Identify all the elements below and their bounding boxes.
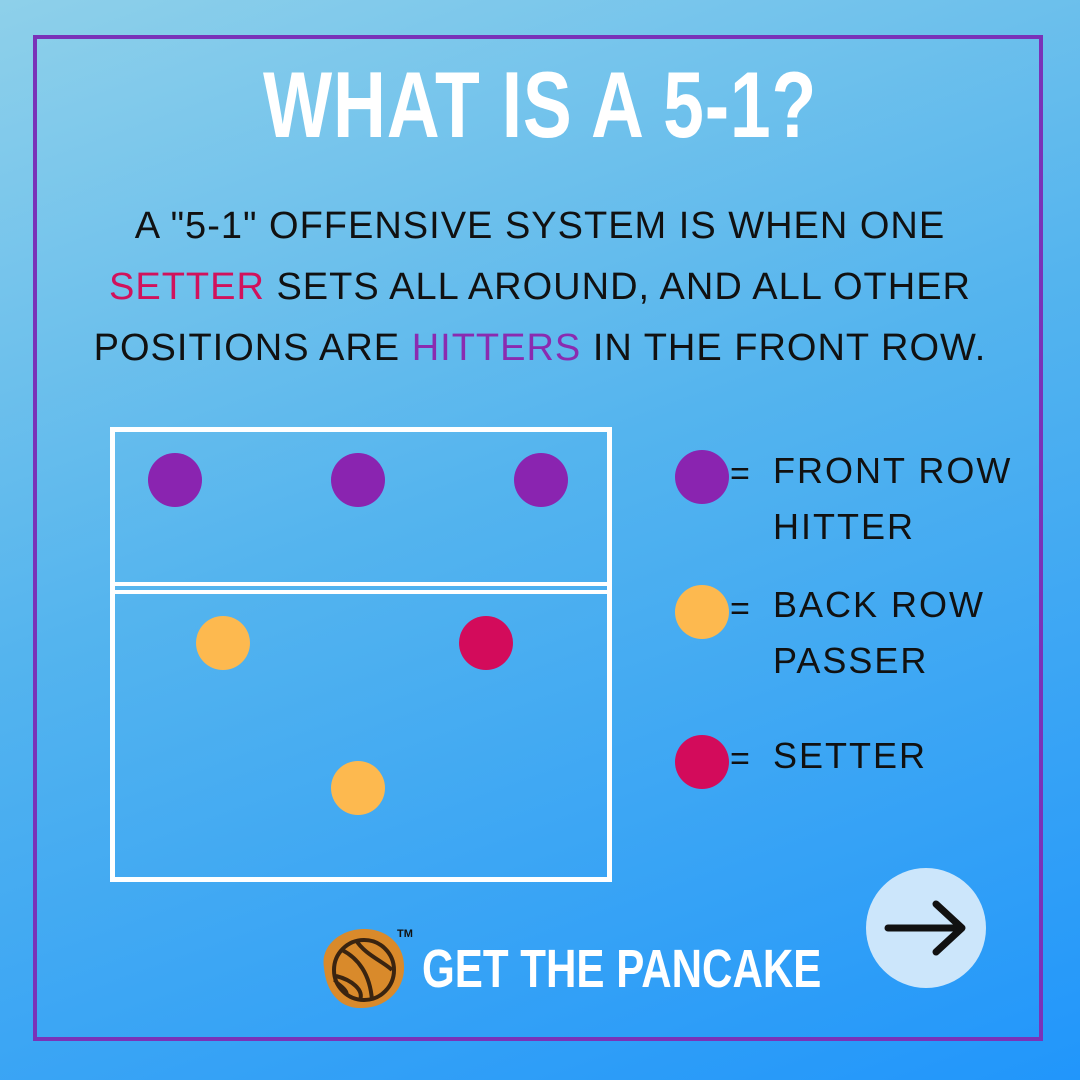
back-row-passer-left [196, 616, 250, 670]
setter-position [459, 616, 513, 670]
legend-equals: = [730, 455, 750, 493]
legend-front-row-line1: FRONT ROW [773, 450, 1013, 491]
brand-name: GET THE PANCAKE [422, 939, 822, 999]
legend-back-row-label: BACK ROW PASSER [773, 577, 985, 689]
legend-front-row-dot [675, 450, 729, 504]
volleyball-court [110, 427, 612, 882]
description-line-3-end: IN THE FRONT ROW. [581, 327, 987, 369]
border-frame [33, 35, 1043, 1041]
front-row-hitter-right [514, 453, 568, 507]
description-line-2-rest: SETS ALL AROUND, AND ALL OTHER [264, 266, 971, 308]
front-row-hitter-middle [331, 453, 385, 507]
hitters-highlight: HITTERS [411, 327, 582, 369]
legend-equals: = [730, 740, 750, 778]
page-title: WHAT IS A 5-1? [262, 52, 818, 157]
description-line-3: POSITIONS ARE HITTERS IN THE FRONT ROW. [40, 318, 1040, 379]
court-net-line [115, 582, 607, 594]
description-line-3-start: POSITIONS ARE [93, 327, 412, 369]
front-row-hitter-left [148, 453, 202, 507]
description: A "5-1" OFFENSIVE SYSTEM IS WHEN ONE SET… [40, 196, 1040, 379]
legend-setter-label: SETTER [773, 728, 927, 784]
trademark-mark: TM [397, 928, 413, 940]
legend-front-row-line2: HITTER [773, 506, 915, 547]
legend-back-row-line1: BACK ROW [773, 584, 986, 625]
legend-back-row-line2: PASSER [773, 640, 929, 681]
description-line-2: SETTER SETS ALL AROUND, AND ALL OTHER [40, 257, 1040, 318]
next-button[interactable] [866, 868, 986, 988]
arrow-right-icon [884, 900, 966, 956]
back-row-passer-middle [331, 761, 385, 815]
legend-front-row-label: FRONT ROW HITTER [773, 443, 1012, 555]
legend-setter-line1: SETTER [773, 735, 928, 776]
volleyball-logo-icon [323, 928, 405, 1009]
legend-equals: = [730, 590, 750, 628]
setter-highlight: SETTER [109, 266, 265, 308]
legend-back-row-dot [675, 585, 729, 639]
description-line-1: A "5-1" OFFENSIVE SYSTEM IS WHEN ONE [134, 205, 946, 247]
legend-setter-dot [675, 735, 729, 789]
